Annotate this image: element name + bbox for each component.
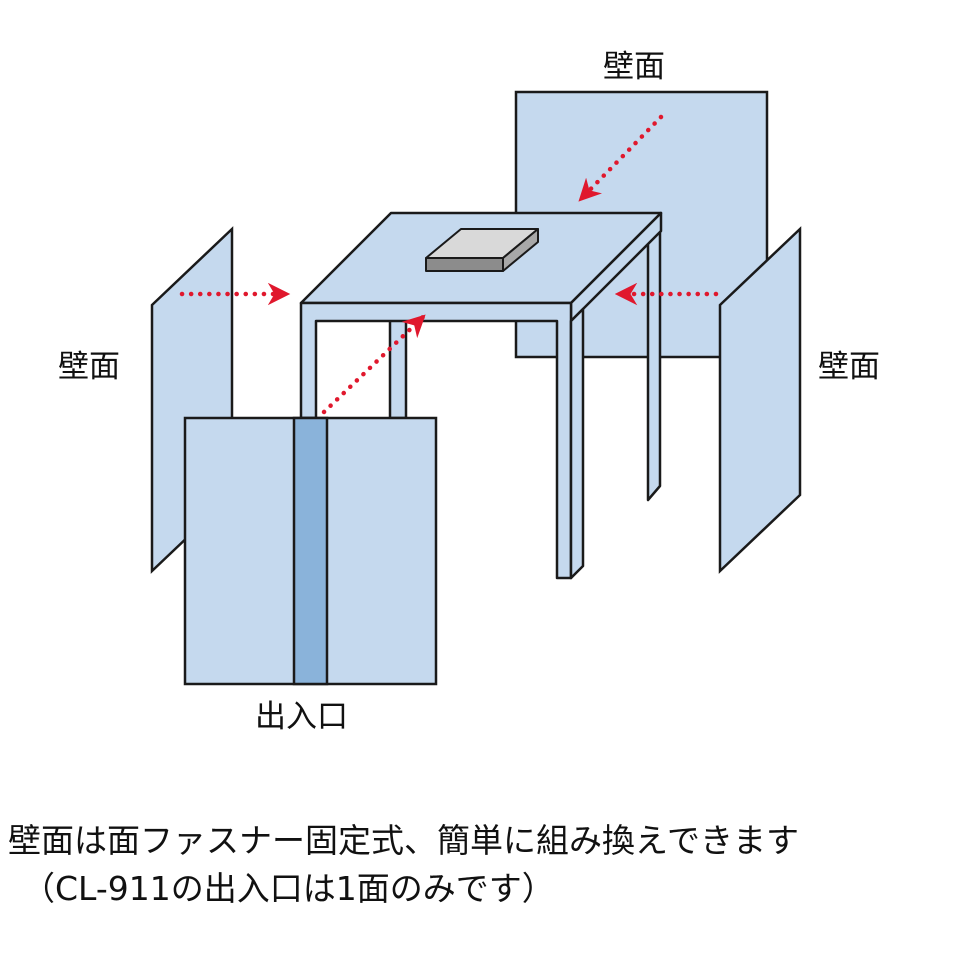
caption-line-1: 壁面は面ファスナー固定式、簡単に組み換えできます bbox=[8, 821, 800, 860]
device-front-face bbox=[425, 257, 504, 272]
arrow-top-wall bbox=[577, 114, 664, 203]
caption-line-2: （CL-911の出入口は1面のみです） bbox=[22, 869, 555, 908]
entrance-seam-strip bbox=[292, 416, 329, 686]
label-entrance: 出入口 bbox=[255, 699, 348, 735]
label-top-wall: 壁面 bbox=[603, 49, 665, 85]
frame-front-right-leg-side bbox=[569, 307, 585, 580]
arrow-entrance bbox=[321, 313, 427, 415]
label-left-wall: 壁面 bbox=[58, 349, 120, 385]
label-right-wall: 壁面 bbox=[818, 349, 880, 385]
assembly-arrows bbox=[179, 114, 719, 415]
frame-structure bbox=[299, 211, 663, 580]
right-wall-panel bbox=[718, 226, 802, 574]
device-box bbox=[425, 228, 539, 272]
frame-back-right-leg bbox=[646, 214, 662, 502]
frame-back-left-leg bbox=[388, 314, 408, 420]
device-side-face bbox=[502, 228, 539, 272]
